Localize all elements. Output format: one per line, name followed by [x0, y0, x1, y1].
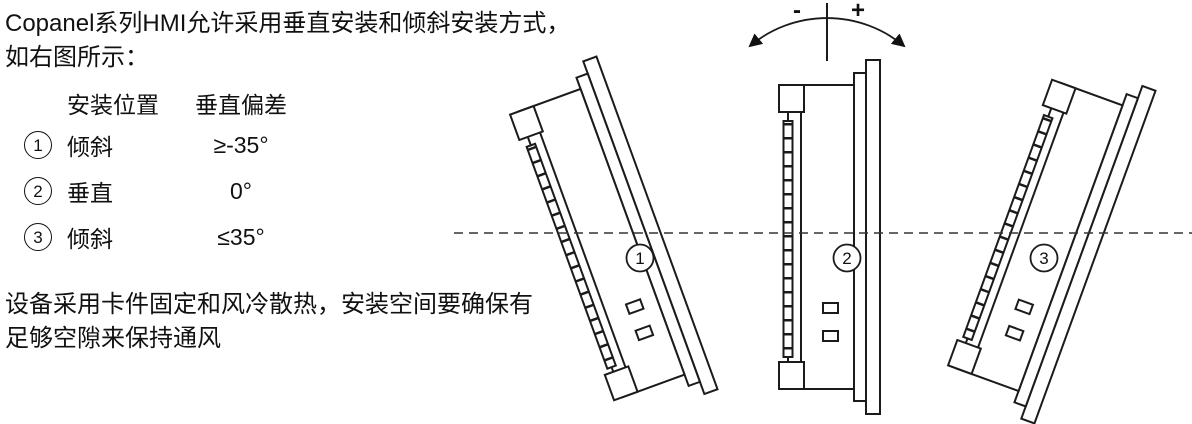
- table-row: 3 倾斜 ≤35°: [14, 214, 308, 260]
- circled-number: 3: [24, 223, 52, 251]
- panel-label-1: 1: [625, 243, 655, 273]
- panel-label-2: 2: [832, 243, 862, 273]
- table-row: 1 倾斜 ≥-35°: [14, 122, 308, 168]
- panel-1-tilted-negative: [502, 57, 718, 424]
- table-header-row: 安装位置 垂直偏差: [14, 84, 308, 122]
- panel-label-3: 3: [1029, 243, 1059, 273]
- cell-position: 倾斜: [67, 134, 113, 160]
- cell-deviation: 0°: [230, 177, 252, 204]
- svg-text:1: 1: [635, 249, 644, 268]
- intro-text: Copanel系列HMI允许采用垂直安装和倾斜安装方式， 如右图所示：: [5, 7, 570, 75]
- intro-line-2: 如右图所示：: [5, 44, 149, 71]
- svg-text:2: 2: [842, 249, 851, 268]
- header-position: 安装位置: [67, 92, 159, 118]
- panel-3-tilted-positive: [940, 56, 1156, 423]
- header-deviation: 垂直偏差: [195, 92, 287, 118]
- cell-position: 垂直: [67, 180, 113, 206]
- minus-direction-label: -: [793, 0, 801, 24]
- rotation-direction-arc: [748, 17, 906, 48]
- svg-text:3: 3: [1039, 249, 1048, 268]
- cell-deviation: ≤35°: [217, 223, 265, 250]
- plus-direction-label: +: [851, 0, 865, 24]
- table-row: 2 垂直 0°: [14, 168, 308, 214]
- circled-number: 2: [24, 177, 52, 205]
- mounting-table: 安装位置 垂直偏差 1 倾斜 ≥-35° 2 垂直 0° 3 倾斜 ≤35°: [14, 84, 308, 260]
- panel-2-vertical: [779, 60, 880, 414]
- circled-number: 1: [24, 131, 52, 159]
- footer-note: 设备采用卡件固定和风冷散热，安装空间要确保有 足够空隙来保持通风: [5, 288, 533, 356]
- intro-line-1: Copanel系列HMI允许采用垂直安装和倾斜安装方式，: [5, 10, 571, 37]
- footer-line-1: 设备采用卡件固定和风冷散热，安装空间要确保有: [5, 291, 533, 318]
- cell-deviation: ≥-35°: [213, 131, 269, 158]
- mounting-diagram: - + 1 2 3: [454, 0, 1192, 424]
- footer-line-2: 足够空隙来保持通风: [5, 325, 221, 352]
- cell-position: 倾斜: [67, 226, 113, 252]
